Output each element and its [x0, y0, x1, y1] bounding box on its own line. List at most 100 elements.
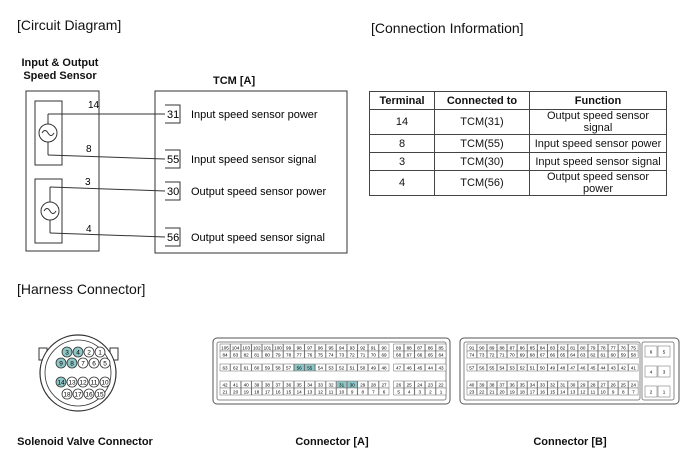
pin-label: 72: [350, 353, 356, 358]
pin-cell: [357, 387, 369, 396]
pin-label: 88: [499, 346, 505, 351]
tcm-pin-label: Output speed sensor signal: [191, 232, 325, 244]
pin-label: 48: [560, 366, 566, 371]
harness-connector-title: [Harness Connector]: [17, 281, 146, 297]
solenoid-pin: [99, 357, 111, 369]
solenoid-pin: [66, 376, 78, 388]
pin-cell: [587, 363, 598, 372]
tcm-pin-label: Output speed sensor power: [191, 186, 326, 198]
solenoid-pin-label: 16: [85, 392, 93, 399]
table-row: 8 TCM(55) Input speed sensor power: [369, 134, 667, 153]
pin-label: 87: [417, 346, 423, 351]
pin-label: 43: [611, 366, 617, 371]
pin-label: 28: [590, 383, 596, 388]
pin-label: 93: [350, 346, 356, 351]
tcm-pin: 31: [167, 109, 179, 121]
solenoid-pin-label: 13: [68, 380, 76, 387]
connector-a-caption: Connector [A]: [295, 436, 369, 448]
pin-cell: [368, 363, 379, 372]
solenoid-caption: Solenoid Valve Connector: [17, 436, 153, 448]
wire-input-signal: [47, 154, 166, 160]
solenoid-pin: [72, 346, 84, 358]
pin-cell: [527, 363, 538, 372]
pin-label: 90: [381, 346, 387, 351]
pin-label: 5: [397, 390, 400, 395]
pin-cell: [346, 387, 358, 396]
pin-label: 12: [318, 390, 324, 395]
sensor-title: Input & Output Speed Sensor: [10, 57, 110, 83]
pin-label: 65: [428, 353, 434, 358]
table-cell: Input speed sensor power: [529, 134, 667, 153]
pin-label: 23: [428, 383, 434, 388]
pin-cell: [628, 350, 639, 359]
connection-table: Terminal Connected to Function 14 TCM(31…: [369, 91, 667, 196]
pin-label: 23: [469, 390, 475, 395]
pin-cell: [537, 350, 548, 359]
pin-cell: [507, 350, 518, 359]
pin-label: 77: [611, 346, 617, 351]
pin-label: 36: [286, 383, 292, 388]
tcm-pin-label: Input speed sensor power: [191, 109, 318, 121]
pin-label: 57: [286, 366, 292, 371]
pin-cell: [547, 363, 558, 372]
pin-label: 50: [540, 366, 546, 371]
pin-cell: [293, 387, 305, 396]
pin-label: 84: [540, 346, 546, 351]
pin-label: 35: [520, 383, 526, 388]
pin-label: 52: [520, 366, 526, 371]
pin-label: 62: [233, 366, 239, 371]
pin-label: 31: [339, 383, 345, 388]
solenoid-pin: [61, 388, 73, 400]
pin-label: 6: [650, 350, 653, 355]
pin-label: 52: [339, 366, 345, 371]
pin-cell: [466, 350, 477, 359]
table-row: 3 TCM(30) Input speed sensor signal: [369, 152, 667, 171]
pin-label: 37: [275, 383, 281, 388]
pin-cell: [304, 350, 316, 359]
pin-label: 66: [550, 353, 556, 358]
pin-label: 40: [244, 383, 250, 388]
sensor-title-line1: Input & Output: [21, 57, 99, 69]
pin-label: 80: [580, 346, 586, 351]
pin-label: 92: [360, 346, 366, 351]
pin-label: 34: [530, 383, 536, 388]
pin-cell: [414, 387, 426, 396]
pin-cell: [587, 387, 598, 396]
pin-label: 26: [611, 383, 617, 388]
solenoid-pin-label: 10: [101, 380, 109, 387]
pin-cell: [507, 363, 518, 372]
pin-label: 90: [479, 346, 485, 351]
tcm-title: TCM [A]: [213, 75, 256, 87]
tcm-pin: 30: [167, 186, 179, 198]
pin-label: 89: [489, 346, 495, 351]
pin-cell: [378, 363, 390, 372]
pin-label: 17: [265, 390, 271, 395]
pin-label: 20: [233, 390, 239, 395]
connector-b-caption: Connector [B]: [533, 436, 607, 448]
pin-label: 22: [479, 390, 485, 395]
pin-label: 81: [254, 353, 260, 358]
solenoid-pin-label: 2: [87, 350, 91, 357]
column-header: Connected to: [434, 91, 530, 110]
pin-label: 105: [221, 346, 229, 351]
pin-label: 32: [550, 383, 556, 388]
pin-label: 49: [550, 366, 556, 371]
pin-cell: [567, 387, 578, 396]
solenoid-pin-label: 12: [79, 380, 87, 387]
pin-label: 13: [307, 390, 313, 395]
pin-label: 86: [428, 346, 434, 351]
pin-label: 11: [329, 390, 334, 395]
pin-cell: [251, 387, 263, 396]
tcm-pin: 56: [167, 232, 179, 244]
pin-label: 15: [286, 390, 292, 395]
pin-cell: [414, 363, 426, 372]
pin-cell: [527, 387, 538, 396]
pin-label: 42: [222, 383, 228, 388]
pin-cell: [537, 363, 548, 372]
pin-label: 11: [591, 390, 596, 395]
solenoid-outer-ring: [39, 334, 117, 412]
table-cell: Output speed sensor power: [529, 170, 667, 196]
pin-cell: [425, 363, 436, 372]
pin-label: 101: [264, 346, 272, 351]
